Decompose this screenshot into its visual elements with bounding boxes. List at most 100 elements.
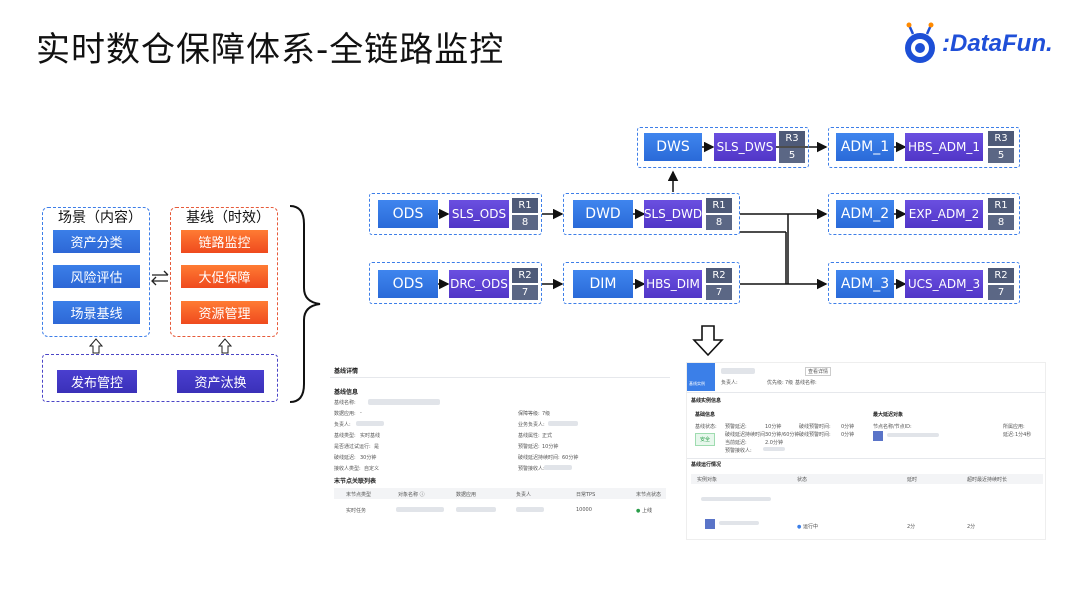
table-header: 超时最近持续时长 xyxy=(967,477,1008,483)
node-adm-1[interactable]: ADM_1 xyxy=(836,133,894,161)
node-sls-ods[interactable]: SLS_ODS xyxy=(449,200,509,228)
field-label: 负责人: xyxy=(334,422,351,428)
node-dwd[interactable]: DWD xyxy=(573,200,633,228)
node-sls-dws[interactable]: SLS_DWS xyxy=(714,133,776,161)
field-value: 正式 xyxy=(542,433,553,439)
status-running: ● 运行中 xyxy=(797,524,818,530)
status-badge: 安全 xyxy=(695,433,716,446)
table-header: 延时 xyxy=(907,477,918,483)
detail-section: 基线信息 xyxy=(334,389,359,396)
field-value: 7级 xyxy=(542,411,551,417)
tag-r: R2 xyxy=(512,268,538,283)
node-drc-ods[interactable]: DRC_ODS xyxy=(449,270,509,298)
tag-r: R2 xyxy=(706,268,732,283)
node-sls-dwd[interactable]: SLS_DWD xyxy=(644,200,702,228)
group-dim xyxy=(563,262,740,304)
field-label: 破线延迟持续时间: xyxy=(518,455,560,461)
tag-n: 7 xyxy=(706,285,732,300)
field-value: 1分4秒 xyxy=(1015,432,1032,438)
field-value: 0分钟 xyxy=(841,432,855,438)
scene-item-asset-classify[interactable]: 资产分类 xyxy=(53,230,140,253)
tag-r: R3 xyxy=(988,131,1014,146)
status-online-label: 上线 xyxy=(641,508,652,514)
tab-baseline-instance[interactable]: 基线实例 xyxy=(689,381,705,386)
tag-n: 7 xyxy=(988,285,1014,300)
field-value: 0分钟 xyxy=(841,424,855,430)
field-value: 自定义 xyxy=(364,466,380,472)
section-subtitle: 最大延迟对象 xyxy=(873,412,904,418)
logo-wordmark: :DataFun. xyxy=(942,30,1053,57)
field-value: 30分钟 xyxy=(360,455,377,461)
field-label: 破线预警时间: xyxy=(799,424,831,430)
field-label: 预警接收人: xyxy=(725,448,752,454)
group-ods-1 xyxy=(369,193,542,235)
status-online: ● 上线 xyxy=(636,508,652,514)
field-label: 保障等级: xyxy=(518,411,540,417)
node-ods-1[interactable]: ODS xyxy=(378,200,438,228)
status-label: 基线状态: xyxy=(695,424,717,430)
bottom-item-release-control[interactable]: 发布管控 xyxy=(57,370,137,393)
scene-item-scene-baseline[interactable]: 场景基线 xyxy=(53,301,140,324)
field-value: 2.0分钟 xyxy=(765,440,783,446)
field-value: 60分钟 xyxy=(562,455,579,461)
tag-r: R3 xyxy=(779,131,805,146)
node-dws[interactable]: DWS xyxy=(644,133,702,161)
node-hbs-dim[interactable]: HBS_DIM xyxy=(644,270,702,298)
baseline-item-link-monitor[interactable]: 链路监控 xyxy=(181,230,268,253)
tag-n: 8 xyxy=(512,215,538,230)
baseline-panel-title: 基线（时效） xyxy=(186,210,270,226)
tag-r: R2 xyxy=(988,268,1014,283)
tag-n: 8 xyxy=(706,215,732,230)
table-cell: 10000 xyxy=(576,507,592,513)
scene-panel-title: 场景（内容） xyxy=(58,210,142,226)
tag-r: R1 xyxy=(988,198,1014,213)
baseline-item-promo-guard[interactable]: 大促保障 xyxy=(181,265,268,288)
bottom-item-asset-retire[interactable]: 资产汰换 xyxy=(177,370,264,393)
field-label: 预警延迟: xyxy=(518,444,540,450)
field-label: 基线名称: xyxy=(334,400,356,406)
object-thumbnail xyxy=(705,519,715,529)
baseline-instance-screenshot: 基线实例 查看详情 负责人: 优先级: 7级 基线名称: 基线实例信息 基础信息… xyxy=(686,362,1046,540)
object-thumbnail xyxy=(873,431,883,441)
section-title: 基线运行情况 xyxy=(691,462,722,468)
field-label: 基线属性: xyxy=(518,433,540,439)
section-title: 基线实例信息 xyxy=(691,398,722,404)
group-ods-2 xyxy=(369,262,542,304)
group-dwd xyxy=(563,193,740,235)
tag-n: 7 xyxy=(512,285,538,300)
scene-item-risk-assess[interactable]: 风险评估 xyxy=(53,265,140,288)
node-dim[interactable]: DIM xyxy=(573,270,633,298)
detail-title: 基线详情 xyxy=(334,368,359,375)
meta-label: 负责人: xyxy=(721,380,738,386)
scene-panel xyxy=(42,207,150,337)
table-header: 实例对象 xyxy=(697,477,718,483)
table-header: 末节点类型 xyxy=(346,492,372,498)
view-detail-label: 查看详情 xyxy=(808,369,829,375)
node-adm-2[interactable]: ADM_2 xyxy=(836,200,894,228)
field-value: 10分钟 xyxy=(765,424,782,430)
baseline-detail-screenshot: 基线详情 基线信息 基线名称: 数据应用: - 负责人: 基线类型: 实时基线 … xyxy=(330,360,670,520)
node-exp-adm-2[interactable]: EXP_ADM_2 xyxy=(905,200,983,228)
node-ods-2[interactable]: ODS xyxy=(378,270,438,298)
group-dws xyxy=(637,127,809,168)
tag-n: 8 xyxy=(988,215,1014,230)
meta-value: 7级 xyxy=(785,380,794,386)
field-value: 10分钟 xyxy=(542,444,559,450)
node-ucs-adm-3[interactable]: UCS_ADM_3 xyxy=(905,270,983,298)
up-arrow-icon xyxy=(218,338,232,354)
field-label: 基线类型: xyxy=(334,433,356,439)
field-value: 实时基线 xyxy=(360,433,381,439)
field-value: 30分钟/60分钟 xyxy=(765,432,800,438)
table-header: 末节点状态 xyxy=(636,492,662,498)
field-label: 业务负责人: xyxy=(518,422,545,428)
node-hbs-adm-1[interactable]: HBS_ADM_1 xyxy=(905,133,983,161)
bidirectional-arrow-icon xyxy=(151,270,169,286)
table-cell: 实时任务 xyxy=(346,508,367,514)
view-detail-button[interactable]: 查看详情 xyxy=(805,367,832,376)
field-label: 延迟: xyxy=(1003,432,1015,438)
baseline-item-resource-mgmt[interactable]: 资源管理 xyxy=(181,301,268,324)
node-adm-3[interactable]: ADM_3 xyxy=(836,270,894,298)
section-subtitle: 基础信息 xyxy=(695,412,716,418)
meta-label: 基线名称: xyxy=(795,380,817,386)
table-header: 状态 xyxy=(797,477,808,483)
